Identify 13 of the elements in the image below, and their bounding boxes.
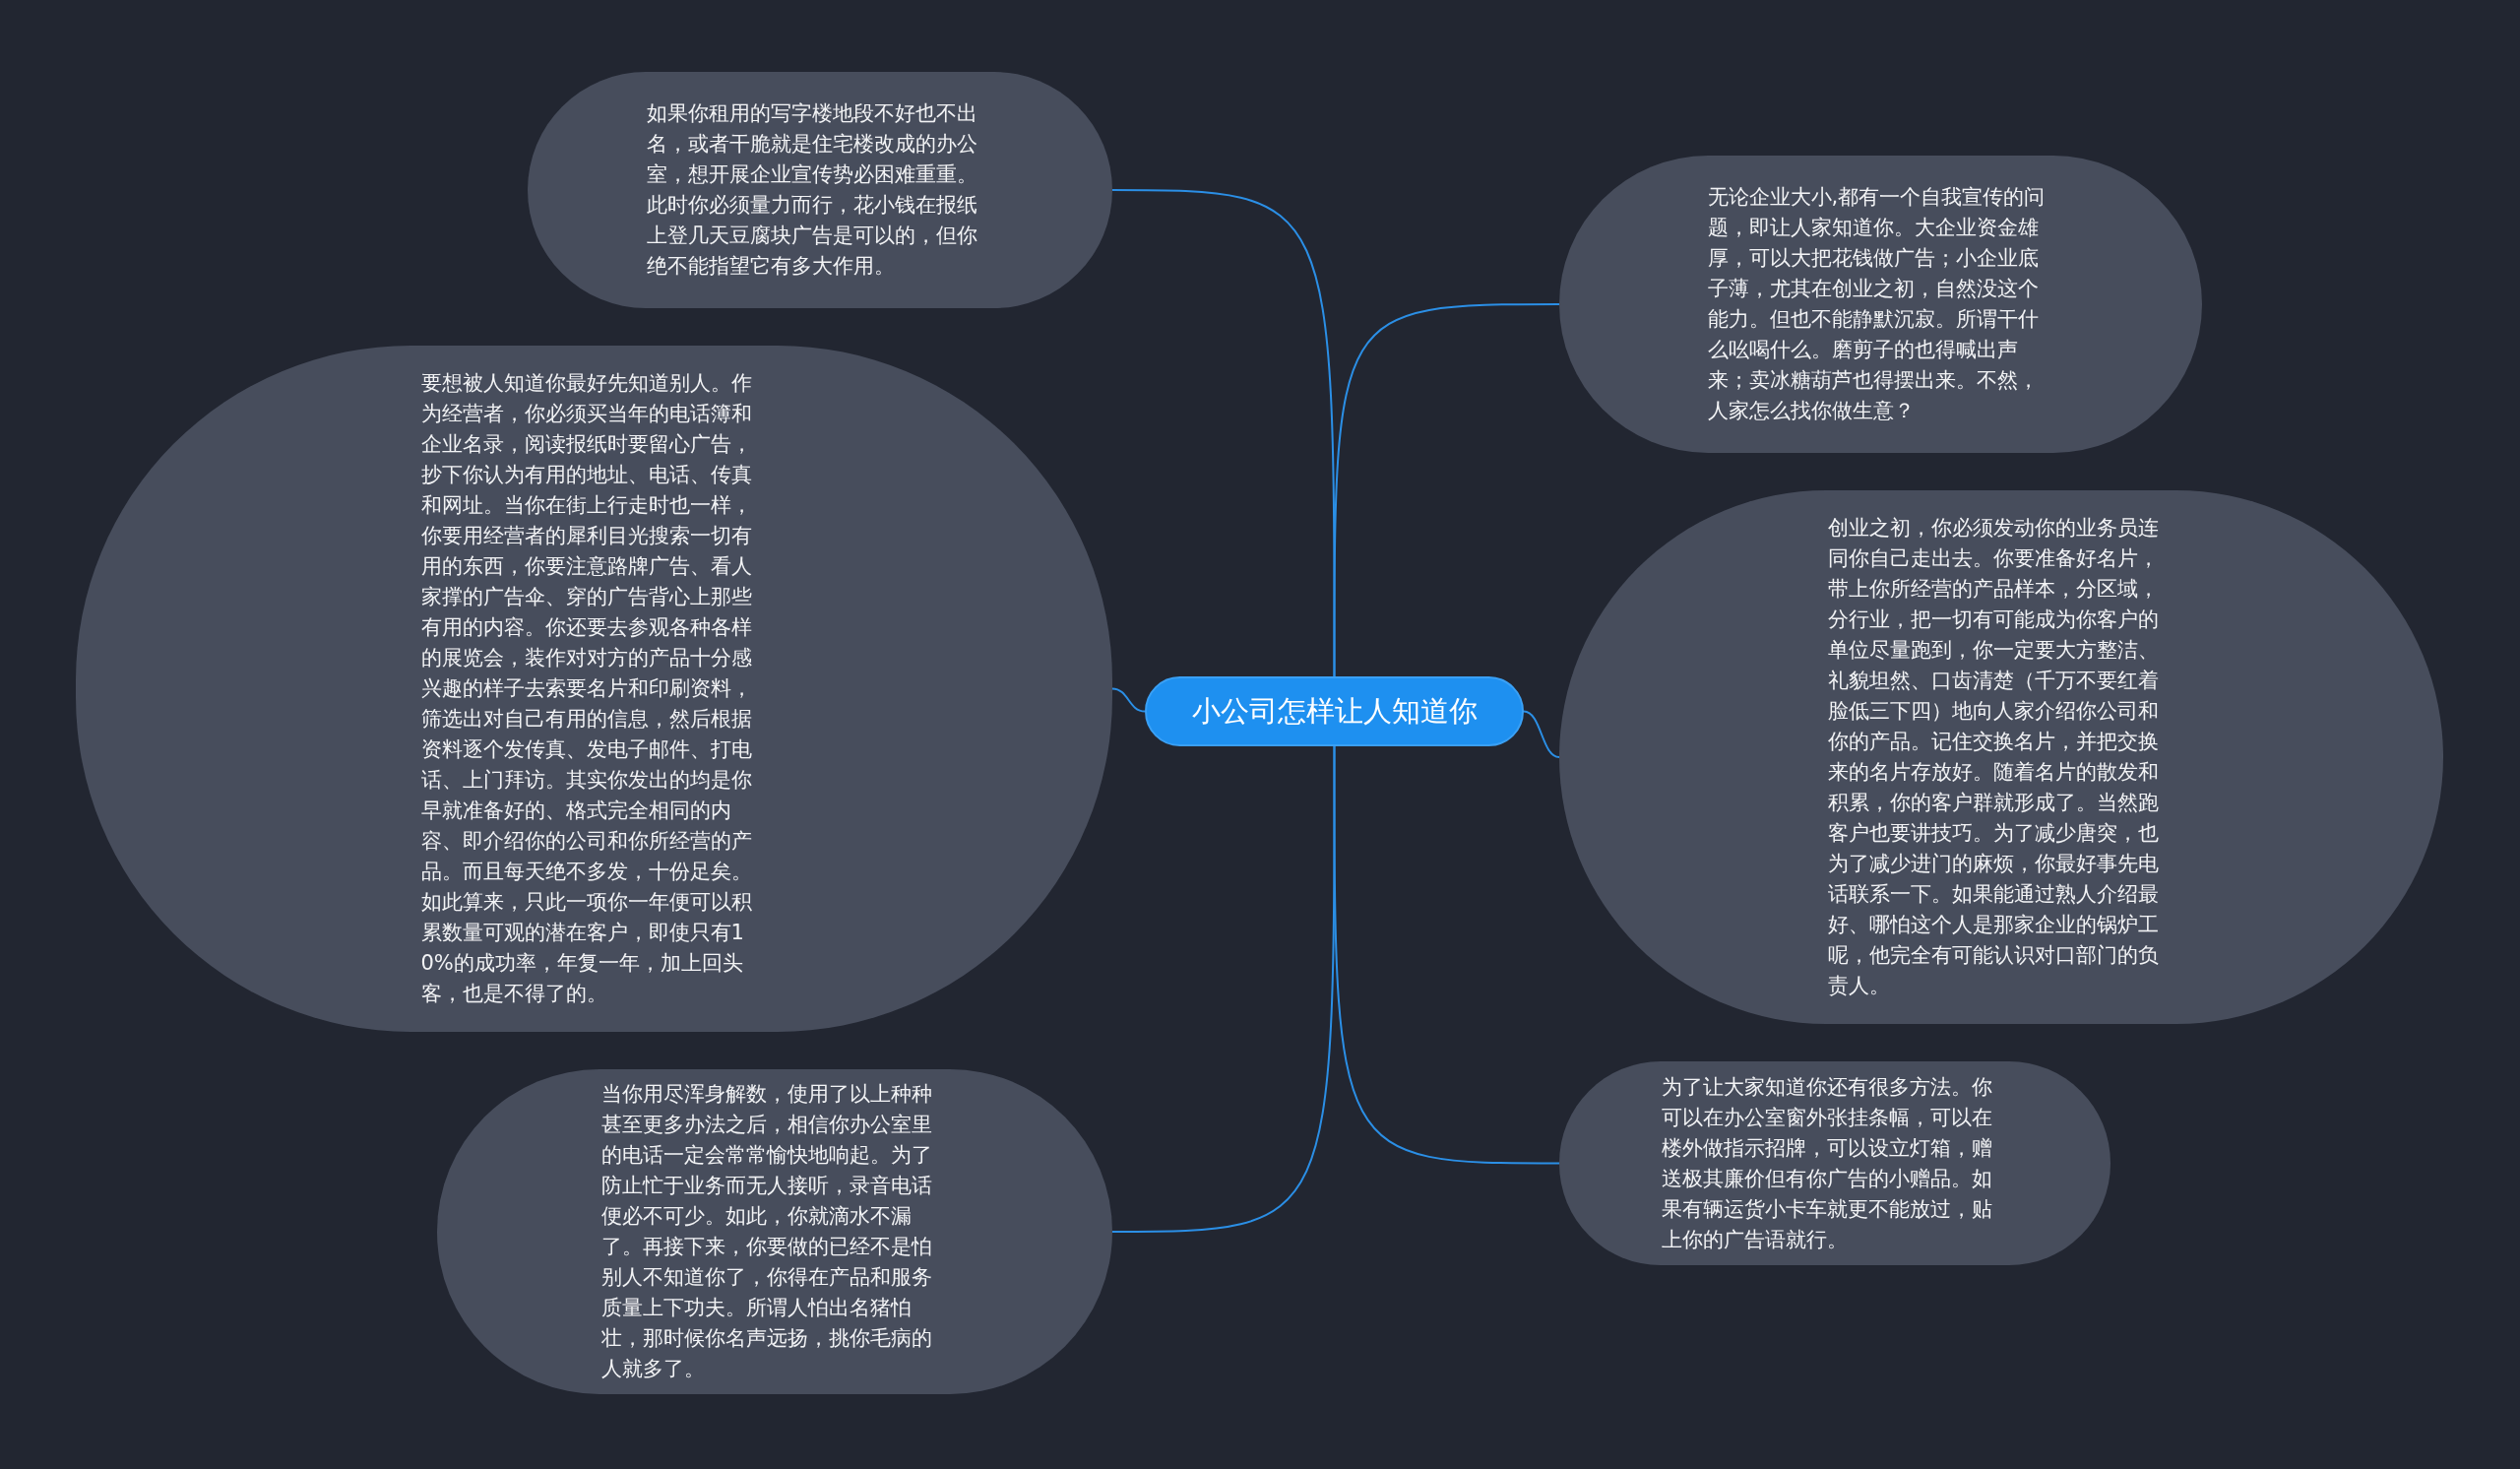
paragraph-text: 创业之初，你必须发动你的业务员连同你自己走出去。你要准备好名片，带上你所经营的产品样本，分区域，分行业，把一切有可能成为你客户的单位尽量跑到，你一定要大方整洁、礼貌坦然、口齿清楚（千万不要红着脸低三下四）地向人家介绍你公司和你的产品。记住交换名片，并把交换来的名片存放好。随着名片的散发和积累，你的客户群就形成了。当然跑客户也要讲技巧。为了减少唐突，也为了减少进门的麻烦，你最好事先电话联系一下。如果能通过熟人介绍最好、哪怕这个人是那家企业的锅炉工呢，他完全有可能认识对口部门的负责人。 — [1828, 515, 2160, 999]
topic-title: 小公司怎样让人知道你 — [1191, 692, 1478, 730]
connector-line — [1111, 189, 1336, 677]
paragraph-text: 无论企业大小,都有一个自我宣传的问题，即让人家知道你。大企业资金雄厚，可以大把花钱做广告；小企业底子薄，尤其在创业之初，自然没这个能力。但也不能静默沉寂。所谓干什么吆喝什么。磨剪子的也得喊出声来；卖冰糖葫芦也得摆出来。不然，人家怎么找你做生意？ — [1707, 184, 2047, 424]
paragraph-text: 当你用尽浑身解数，使用了以上种种甚至更多办法之后，相信你办公室里的电话一定会常常愉快地响起。为了防止忙于业务而无人接听，录音电话便必不可少。如此，你就滴水不漏了。再接下来，你要做的已经不是怕别人不知道你了，你得在产品和服务质量上下功夫。所谓人怕出名猪怕壮，那时候你名声远扬，挑你毛病的人就多了。 — [601, 1081, 933, 1382]
connector-line — [1111, 687, 1146, 713]
connector-line — [1333, 745, 1560, 1165]
paragraph-text: 为了让大家知道你还有很多方法。你可以在办公室窗外张挂条幅，可以在楼外做指示招牌，可以设立灯箱，赠送极其廉价但有你广告的小赠品。如果有辆运货小卡车就更不能放过，贴上你的广告语就行。 — [1662, 1073, 1993, 1253]
connector-line — [1523, 710, 1560, 758]
paragraph-text: 要想被人知道你最好先知道别人。作为经营者，你必须买当年的电话簿和企业名录，阅读报纸时要留心广告，抄下你认为有用的地址、电话、传真和网址。当你在街上行走时也一样，你要用经营者的犀利目光搜索一切有用的东西，你要注意路牌广告、看人家撑的广告伞、穿的广告背心上那些有用的内容。你还要去参观各种各样的展览会，装作对对方的产品十分感兴趣的样子去索要名片和印刷资料，筛选出对自己有用的信息，然后根据资料逐个发传真、发电子邮件、打电话、上门拜访。其实你发出的均是你早就准备好的、格式完全相同的内容、即介绍你的公司和你所经营的产品。而且每天绝不多发，十份足矣。如此算来，只此一项你一年便可以积累数量可观的潜在客户，即使只有10%的成功率，年复一年，加上回头客，也是不得了的。 — [420, 370, 753, 1007]
paragraph-text: 如果你租用的写字楼地段不好也不出名，或者干脆就是住宅楼改成的办公室，想开展企业宣传势必困难重重。此时你必须量力而行，花小钱在报纸上登几天豆腐块广告是可以的，但你绝不能指望它有多大作用。 — [647, 100, 978, 280]
connector-line — [1333, 303, 1560, 677]
connector-line — [1111, 745, 1336, 1233]
